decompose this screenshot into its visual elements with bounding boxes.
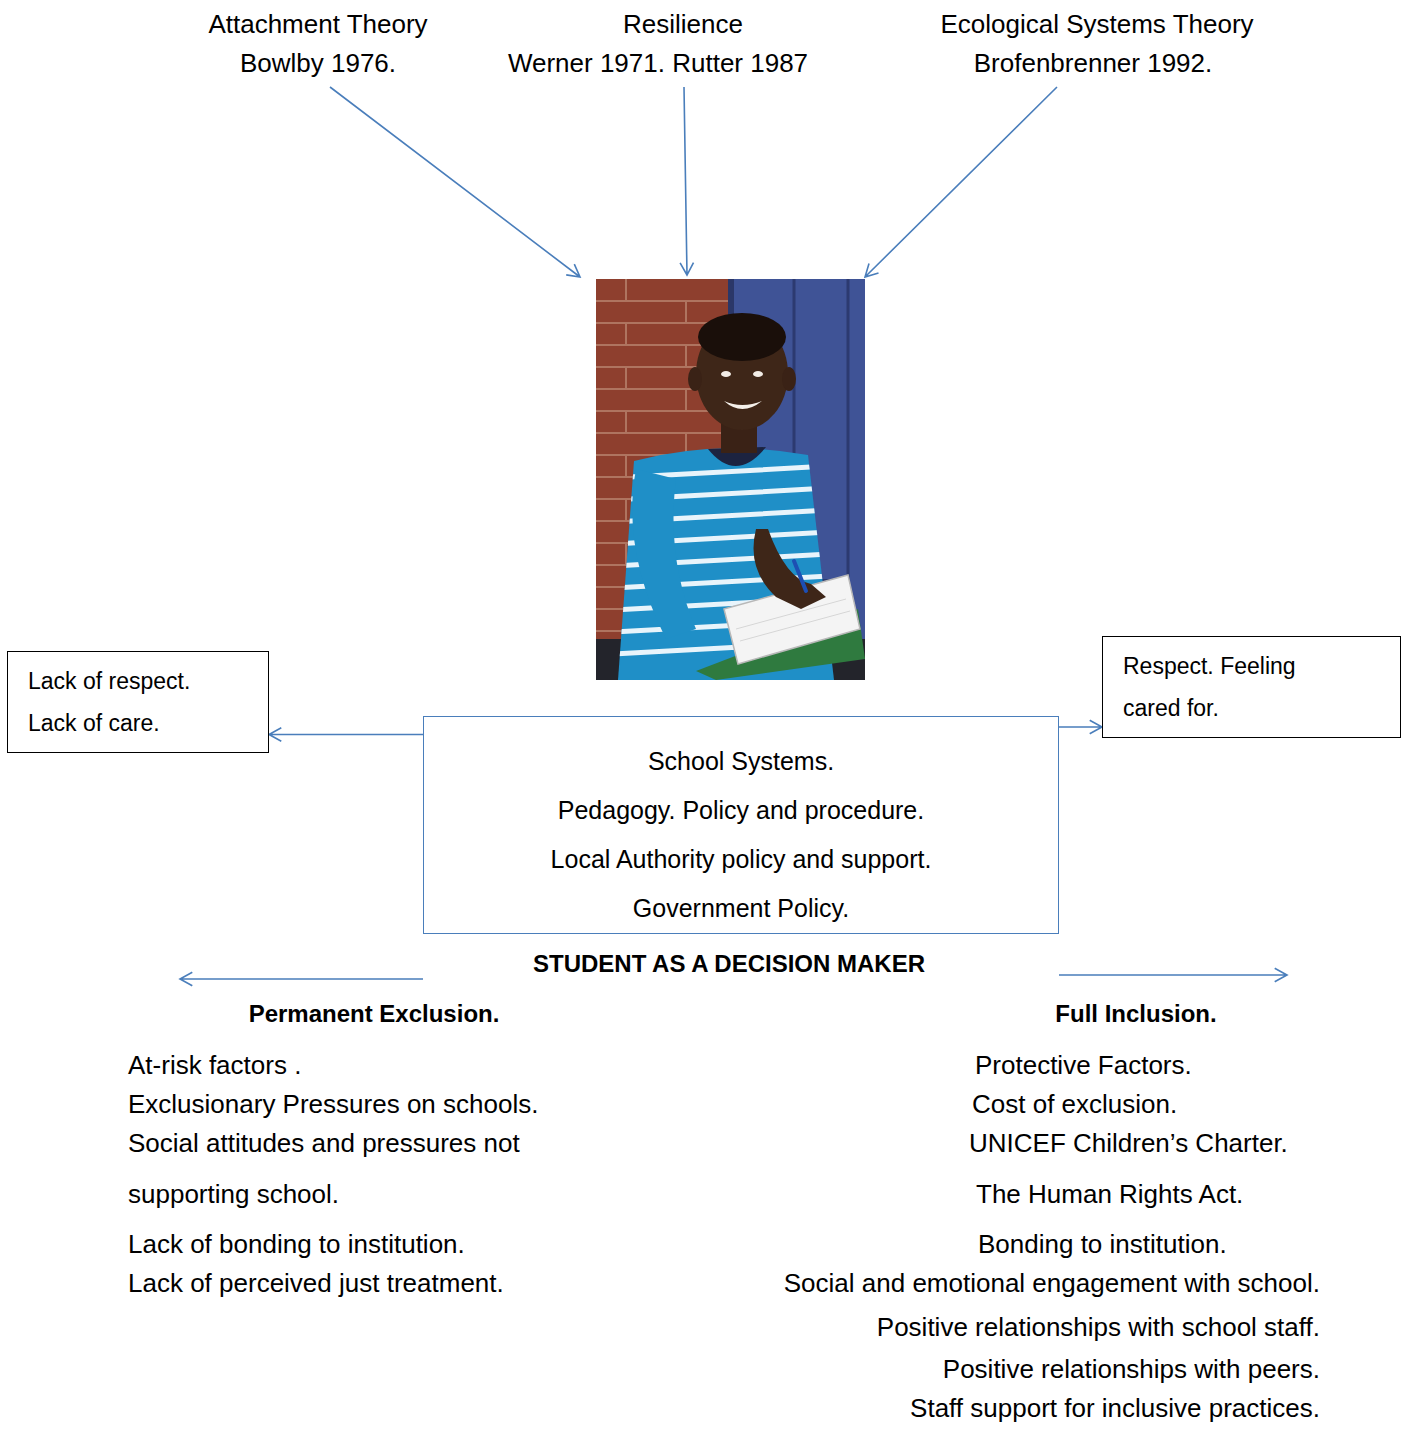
note-text: Lack of bonding to institution. xyxy=(128,1229,465,1259)
note-text: Protective Factors. xyxy=(975,1050,1192,1080)
note-text: Exclusionary Pressures on schools. xyxy=(128,1089,538,1119)
student-figure xyxy=(596,313,865,680)
note-text: The Human Rights Act. xyxy=(976,1179,1243,1209)
direction-arrow xyxy=(180,972,423,985)
note-text: Staff support for inclusive practices. xyxy=(420,1393,1320,1423)
note-text: UNICEF Children’s Charter. xyxy=(969,1128,1288,1158)
note-text: STUDENT AS A DECISION MAKER xyxy=(329,949,1129,979)
box-text: Government Policy. xyxy=(434,884,1048,933)
box-text: Lack of respect. xyxy=(28,660,248,702)
note-text: Lack of perceived just treatment. xyxy=(128,1268,504,1298)
leader-arrow xyxy=(330,87,580,277)
note-text: Social and emotional engagement with sch… xyxy=(420,1268,1320,1298)
photo-background xyxy=(596,279,865,680)
note-text: Bonding to institution. xyxy=(978,1229,1227,1259)
arrow-lines xyxy=(180,87,1287,986)
note-text: Full Inclusion. xyxy=(736,999,1411,1029)
connector-arrow xyxy=(1059,720,1102,733)
note-text: Permanent Exclusion. xyxy=(0,999,774,1029)
box-text: School Systems. xyxy=(434,737,1048,786)
direction-arrow xyxy=(1059,968,1287,981)
box-text: Respect. Feeling cared for. xyxy=(1123,645,1338,729)
note-text: Werner 1971. Rutter 1987 xyxy=(258,48,1058,78)
note-text: Positive relationships with peers. xyxy=(420,1354,1320,1384)
text-box: Lack of respect.Lack of care. xyxy=(7,651,269,753)
connector-arrow xyxy=(269,728,423,741)
leader-arrow xyxy=(680,87,693,275)
note-text: Cost of exclusion. xyxy=(972,1089,1177,1119)
note-text: At-risk factors . xyxy=(128,1050,301,1080)
note-text: Attachment Theory xyxy=(0,9,718,39)
text-box: School Systems.Pedagogy. Policy and proc… xyxy=(423,716,1059,934)
text-box: Respect. Feeling cared for. xyxy=(1102,636,1401,738)
note-text: Brofenbrenner 1992. xyxy=(693,48,1411,78)
leader-arrow xyxy=(865,87,1057,277)
box-text: Local Authority policy and support. xyxy=(434,835,1048,884)
note-text: Positive relationships with school staff… xyxy=(420,1312,1320,1342)
box-text: Pedagogy. Policy and procedure. xyxy=(434,786,1048,835)
box-text: Lack of care. xyxy=(28,702,248,744)
note-text: Ecological Systems Theory xyxy=(697,9,1411,39)
student-photo xyxy=(596,279,865,680)
note-text: Social attitudes and pressures not suppo… xyxy=(128,1118,608,1220)
